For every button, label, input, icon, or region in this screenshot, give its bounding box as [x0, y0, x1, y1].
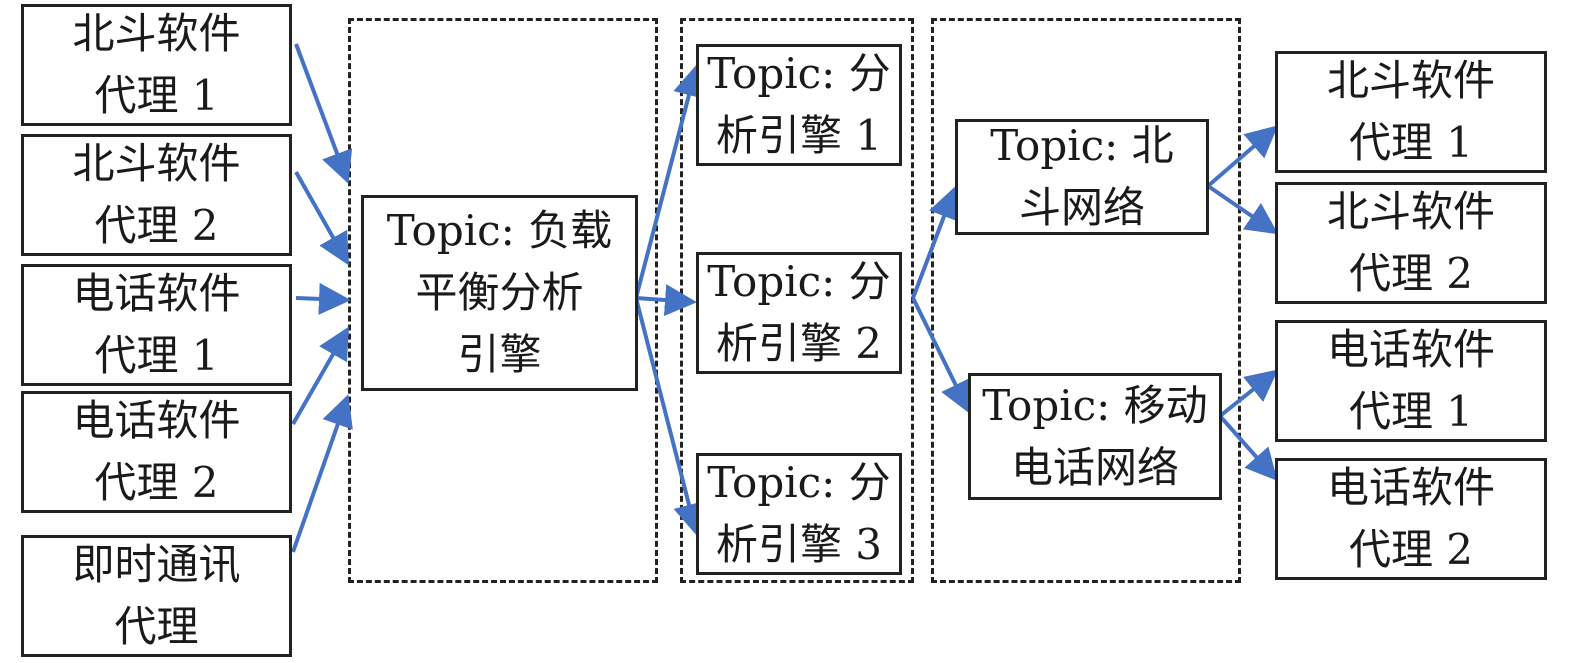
network-label: Topic: 移动 电话网络 — [982, 380, 1208, 492]
source-label: 电话软件 代理 1 — [72, 269, 241, 380]
target-label: 电话软件 代理 1 — [1326, 325, 1495, 436]
target-phone-agent-1: 电话软件 代理 1 — [1275, 320, 1547, 442]
arrow-balancer-to-engine3 — [634, 297, 705, 536]
network-label: Topic: 北 斗网络 — [990, 121, 1174, 232]
arrow-source1-to-balancer — [294, 43, 353, 184]
arrow-balancer-to-engine1 — [634, 64, 705, 299]
load-balancer-label: Topic: 负载 平衡分析 引擎 — [386, 206, 613, 379]
engine-topic-2: Topic: 分 析引擎 2 — [696, 252, 902, 374]
engine-topic-3: Topic: 分 析引擎 3 — [696, 453, 902, 575]
source-phone-agent-2: 电话软件 代理 2 — [21, 391, 292, 513]
engine-label: Topic: 分 析引擎 1 — [707, 49, 891, 160]
target-label: 北斗软件 代理 2 — [1326, 187, 1495, 298]
source-label: 北斗软件 代理 2 — [72, 139, 241, 250]
engine-topic-1: Topic: 分 析引擎 1 — [696, 44, 902, 166]
target-phone-agent-2: 电话软件 代理 2 — [1275, 458, 1547, 580]
arrow-beidou-network-to-target2 — [1206, 184, 1279, 235]
source-label: 即时通讯 代理 — [72, 540, 241, 651]
arrow-source2-to-balancer — [294, 171, 349, 266]
source-phone-agent-1: 电话软件 代理 1 — [21, 264, 292, 386]
source-beidou-agent-2: 北斗软件 代理 2 — [21, 134, 292, 256]
source-label: 北斗软件 代理 1 — [72, 9, 241, 120]
target-label: 电话软件 代理 2 — [1326, 463, 1495, 574]
arrow-mobile-network-to-target3 — [1218, 369, 1279, 418]
network-group — [931, 18, 1241, 583]
engine-label: Topic: 分 析引擎 3 — [707, 458, 891, 569]
arrow-mobile-network-to-target4 — [1218, 414, 1278, 481]
source-beidou-agent-1: 北斗软件 代理 1 — [21, 4, 292, 126]
arrow-source5-to-balancer — [291, 394, 353, 553]
target-beidou-agent-1: 北斗软件 代理 1 — [1275, 51, 1547, 173]
target-label: 北斗软件 代理 1 — [1326, 56, 1495, 167]
mobile-network-topic: Topic: 移动 电话网络 — [968, 373, 1222, 500]
arrow-beidou-network-to-target1 — [1206, 125, 1279, 188]
engine-label: Topic: 分 析引擎 2 — [707, 257, 891, 368]
arrow-engine2-to-mobile-network — [911, 297, 971, 414]
arrow-engine2-to-beidou-network — [911, 186, 960, 299]
source-label: 电话软件 代理 2 — [72, 396, 241, 507]
source-im-agent: 即时通讯 代理 — [21, 535, 292, 657]
arrow-balancer-to-engine2 — [635, 284, 697, 317]
arrow-source4-to-balancer — [291, 326, 349, 425]
arrow-source3-to-balancer — [295, 282, 351, 315]
load-balancer-topic: Topic: 负载 平衡分析 引擎 — [361, 195, 638, 391]
target-beidou-agent-2: 北斗软件 代理 2 — [1275, 182, 1547, 304]
beidou-network-topic: Topic: 北 斗网络 — [955, 119, 1209, 235]
